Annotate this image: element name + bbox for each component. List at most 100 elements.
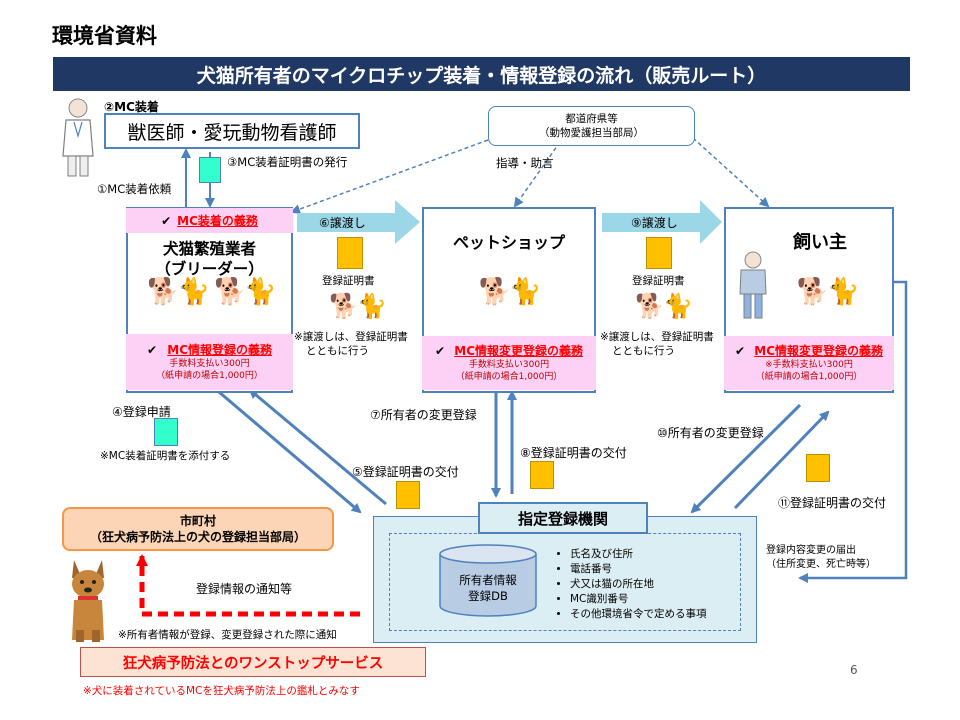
cat-icon: 🐈	[827, 277, 859, 307]
breeder-animals: 🐕🐈 🐕🐈	[140, 272, 282, 312]
cert-icon-5	[396, 481, 420, 509]
dog-icon: 🐕	[796, 277, 829, 307]
certificate-form-icon	[199, 157, 221, 183]
step-11-label: ⑪登録証明書の交付	[778, 496, 887, 510]
cat-icon: 🐈	[244, 277, 276, 307]
prefecture-line1: 都道府県等	[565, 112, 618, 125]
cat-icon: 🐈	[509, 277, 541, 307]
step-3-label: ③MC装着証明書の発行	[227, 155, 348, 169]
prefecture-line2: （動物愛護担当部局）	[539, 127, 644, 139]
check-icon: ✔	[435, 343, 446, 358]
registration-form-icon	[154, 418, 178, 446]
check-icon: ✔	[161, 213, 172, 228]
shop-animals: 🐕🐈	[472, 272, 546, 312]
page-number: 6	[850, 663, 858, 677]
shop-fee-1: 手数料支払い300円	[468, 359, 550, 370]
dog-icon: 🐕	[147, 277, 179, 307]
cat-icon: 🐈	[177, 277, 210, 307]
dog-icon: 🐕	[478, 277, 511, 307]
transfer-arrow-9	[602, 200, 722, 244]
owner-duty-label: MC情報変更登録の義務	[754, 343, 883, 358]
transfer-note-9-line1: ※譲渡しは、登録証明書	[600, 331, 714, 343]
registry-panel	[373, 516, 757, 643]
vet-icon	[60, 96, 96, 178]
onestop-note: ※犬に装着されているMCを狂犬病予防法上の鑑札とみなす	[83, 685, 360, 697]
dog-icon: 🐕	[329, 292, 359, 320]
transfer-note-6-line1: ※譲渡しは、登録証明書	[294, 331, 408, 343]
registry-item: 犬又は猫の所在地	[570, 577, 707, 592]
breeder-duty-bottom-label: MC情報登録の義務	[167, 342, 272, 357]
breeder-name-line1: 犬猫繁殖業者	[162, 239, 256, 258]
change-notice: 登録内容変更の届出 （住所変更、死亡時等）	[766, 544, 876, 571]
transfer-note-6: ※譲渡しは、登録証明書 とともに行う	[294, 330, 408, 358]
notify-note: ※所有者情報が登録、変更登録された際に通知	[118, 629, 337, 641]
cert-icon-11	[806, 454, 830, 482]
registry-item: 電話番号	[570, 562, 707, 577]
cert-label-9: 登録証明書	[632, 275, 685, 287]
guidance-to-shop	[513, 141, 561, 208]
check-icon: ✔	[735, 343, 746, 358]
step-7-label: ⑦所有者の変更登録	[370, 408, 477, 422]
step-6-label: ⑥譲渡し	[319, 216, 366, 230]
transfer-note-6-line2: とともに行う	[306, 345, 369, 358]
breeder-duty-top: ✔ MC装着の義務	[126, 208, 293, 233]
database-icon	[438, 544, 538, 618]
step-8-label: ⑧登録証明書の交付	[520, 446, 627, 460]
transfer-note-9-line2: とともに行う	[612, 345, 675, 358]
database-line1: 所有者情報	[459, 572, 517, 587]
notify-line	[136, 554, 360, 617]
arrow-registration-apply	[211, 384, 362, 514]
change-notice-line	[798, 280, 908, 583]
transfer-animals-9: 🐕🐈	[632, 288, 694, 324]
transfer-animals-6: 🐕🐈	[326, 288, 388, 324]
cert-icon-8	[530, 461, 554, 489]
database-line2: 登録DB	[468, 589, 508, 603]
municipality-line2: （狂犬病予防法上の犬の登録担当部局）	[89, 530, 306, 544]
shop-duty-label: MC情報変更登録の義務	[454, 343, 583, 358]
owner-fee-1: ※手数料支払い300円	[765, 359, 853, 370]
page-title: 犬猫所有者のマイクロチップ装着・情報登録の流れ（販売ルート）	[196, 64, 767, 87]
shop-fee-2: （紙申請の場合1,000円）	[455, 372, 563, 383]
breeder-fee-2: （紙申請の場合1,000円）	[156, 371, 263, 382]
title-bar: 犬猫所有者のマイクロチップ装着・情報登録の流れ（販売ルート）	[53, 57, 910, 91]
check-icon: ✔	[147, 342, 158, 357]
arrow-change-10	[690, 403, 802, 514]
guidance-to-breeder	[290, 139, 489, 214]
registry-title-box: 指定登録機関	[478, 502, 648, 534]
municipal-dog-icon	[64, 556, 112, 644]
owner-fee-2: （紙申請の場合1,000円）	[755, 372, 863, 383]
breeder-fee-1: 手数料支払い300円	[169, 358, 250, 369]
step-4-label: ④登録申請	[112, 405, 171, 419]
arrow-cert-issue-11	[733, 410, 830, 510]
municipality-box: 市町村 （狂犬病予防法上の犬の登録担当部局）	[62, 507, 334, 551]
registry-title: 指定登録機関	[517, 509, 608, 528]
transfer-note-9: ※譲渡しは、登録証明書 とともに行う	[600, 330, 714, 358]
source-label: 環境省資料	[52, 24, 157, 48]
step-1-label: ①MC装着依頼	[97, 182, 172, 196]
arrow-cert-issue-5	[248, 388, 387, 506]
dog-icon: 🐕	[214, 277, 246, 307]
prefecture-box: 都道府県等 （動物愛護担当部局）	[488, 106, 695, 146]
owner-animals: 🐕🐈	[790, 272, 864, 312]
municipality-line1: 市町村	[179, 513, 216, 528]
breeder-name: 犬猫繁殖業者 （ブリーダー）	[126, 236, 293, 282]
step-4-note: ※MC装着証明書を添付する	[100, 450, 231, 462]
owner-name: 飼い主	[793, 232, 847, 253]
registry-item: MC識別番号	[570, 592, 707, 607]
owner-person-icon	[737, 250, 769, 320]
breeder-name-line2: （ブリーダー）	[155, 260, 264, 278]
transfer-arrow-6	[297, 200, 420, 244]
step-10-label: ⑩所有者の変更登録	[657, 426, 764, 440]
vet-box-label: 獣医師・愛玩動物看護師	[127, 121, 337, 144]
cat-icon: 🐈	[357, 292, 387, 320]
guidance-label: 指導・助言	[496, 156, 554, 170]
step-9-label: ⑨譲渡し	[631, 216, 678, 230]
onestop-label: 狂犬病予防法とのワンストップサービス	[122, 655, 384, 672]
cat-icon: 🐈	[663, 292, 693, 320]
registry-item: その他環境省令で定める事項	[570, 607, 707, 622]
dog-icon: 🐕	[635, 292, 665, 320]
registry-items: 氏名及び住所 電話番号 犬又は猫の所在地 MC識別番号 その他環境省令で定める事…	[556, 547, 707, 622]
cert-icon-9	[646, 237, 672, 269]
breeder-duty-bottom: ✔ MC情報登録の義務 手数料支払い300円 （紙申請の場合1,000円）	[126, 334, 293, 390]
